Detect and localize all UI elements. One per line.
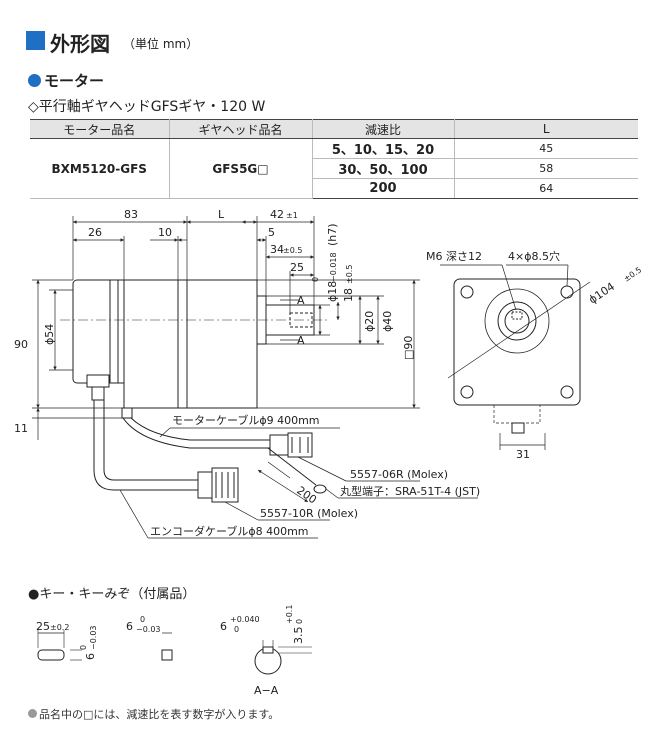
- col-header-gear: ギヤヘッド品名: [169, 119, 313, 139]
- dim-34: 34: [270, 243, 284, 256]
- motor-front-view: [440, 264, 591, 450]
- dim-box90: □90: [402, 336, 415, 360]
- key-width: 6: [84, 653, 97, 660]
- dim-26: 26: [88, 226, 102, 239]
- section-motor-label: モーター: [44, 72, 105, 90]
- dim-10: 10: [158, 226, 172, 239]
- terminal-label: 丸型端子：SRA-51T-4 (JST): [340, 484, 480, 498]
- m6-label: M6 深さ12: [426, 250, 482, 263]
- slot-width: 6: [220, 620, 227, 633]
- dim-5: 5: [268, 226, 275, 239]
- section-a-bottom: A: [297, 334, 305, 347]
- col-header-motor: モーター品名: [30, 119, 170, 139]
- dim-90-left: 90: [14, 338, 28, 351]
- table-row: BXM5120-GFS GFS5G□ 5、10、15、20 45: [30, 138, 638, 199]
- dim-83: 83: [124, 208, 138, 221]
- holes-label: 4×ϕ8.5穴: [508, 249, 560, 263]
- l-cell: 58: [454, 158, 638, 179]
- dimension-texts: 83 L 42 ±1 26 10 5 34 ±0.5 25 A A 90 11 …: [14, 208, 560, 461]
- encoder-cable-label: エンコーダケーブルϕ8 400mm: [150, 524, 309, 538]
- note-bullet-icon: [28, 709, 37, 718]
- section-motor: モーター: [28, 70, 104, 91]
- dim-42: 42: [270, 208, 284, 221]
- dim-l: L: [218, 208, 225, 221]
- slot-depth: 3.5: [292, 627, 305, 645]
- slot-tol-top: +0.040: [230, 615, 260, 624]
- ratio-cell: 30、50、100: [312, 158, 455, 179]
- key-length-tol: ±0.2: [50, 623, 69, 632]
- key-width-tol-bot: −0.03: [89, 625, 98, 650]
- slot-tol-bot: 0: [234, 625, 239, 634]
- keyway-width: 6: [126, 620, 133, 633]
- gear-model-cell: GFS5G□: [169, 138, 313, 199]
- dim-phi18-tol-top: 0: [311, 277, 320, 282]
- dim-phi40: ϕ40: [381, 311, 394, 332]
- dim-phi18-tol-bot: −0.018: [329, 252, 338, 282]
- accessories-heading: ●キー・キーみぞ（付属品）: [28, 587, 196, 602]
- subsection-title: ◇平行軸ギヤヘッドGFSギヤ・120 W: [28, 99, 266, 115]
- dim-phi54: ϕ54: [43, 324, 56, 345]
- dim-25: 25: [290, 261, 304, 274]
- l-cell: 64: [454, 178, 638, 199]
- ratio-cell: 200: [312, 178, 455, 199]
- bullet-icon: [28, 74, 41, 87]
- connector-10-label: 5557-10R (Molex): [260, 507, 358, 520]
- key-width-tol-top: 0: [79, 645, 88, 650]
- section-aa-label: A−A: [254, 684, 279, 697]
- table-row: 30、50、100 58: [30, 158, 638, 179]
- col-header-l: L: [454, 119, 638, 139]
- slot-depth-tol-bot: 0: [295, 619, 304, 624]
- dim-42-tol: ±1: [286, 211, 298, 220]
- connector-6-label: 5557-06R (Molex): [350, 468, 448, 481]
- dim-34-tol: ±0.5: [283, 246, 302, 255]
- callout-labels: モーターケーブルϕ9 400mm 5557-06R (Molex) 丸型端子：S…: [150, 413, 480, 538]
- accessory-texts: 25 ±0.2 6 0 −0.03 6 0 −0.03 6 +0.040 0 3…: [36, 605, 305, 697]
- dim-phi18: ϕ18: [326, 281, 339, 302]
- dim-31: 31: [516, 448, 530, 461]
- footnote-text: 品名中の□には、減速比を表す数字が入ります。: [39, 708, 280, 721]
- dim-phi20: ϕ20: [363, 311, 376, 332]
- title-text: 外形図: [50, 32, 110, 56]
- dim-phi104: ϕ104: [586, 280, 617, 307]
- footnote: 品名中の□には、減速比を表す数字が入ります。: [28, 706, 279, 722]
- l-cell: 45: [454, 138, 638, 159]
- key-drawings: [37, 630, 312, 675]
- ratio-cell: 5、10、15、20: [312, 138, 455, 159]
- dim-18-tol: ±0.5: [345, 265, 354, 284]
- spec-table: モーター品名 ギヤヘッド品名 減速比 L BXM5120-GFS GFS5G□ …: [30, 119, 638, 199]
- dim-phi18-fit: (h7): [326, 223, 339, 246]
- dimension-lines: [32, 216, 478, 539]
- motor-cable-label: モーターケーブルϕ9 400mm: [172, 413, 320, 427]
- title-square-icon: [26, 31, 45, 50]
- slot-depth-tol-top: +0.1: [285, 605, 294, 624]
- table-row: 200 64: [30, 178, 638, 199]
- col-header-ratio: 減速比: [312, 119, 455, 139]
- section-a-top: A: [297, 294, 305, 307]
- keyway-tol-bot: −0.03: [136, 625, 161, 634]
- dim-phi104-tol: ±0.5: [622, 265, 643, 283]
- key-length: 25: [36, 620, 50, 633]
- unit-label: （単位 mm）: [123, 37, 199, 51]
- keyway-tol-top: 0: [140, 615, 145, 624]
- dim-18: 18: [342, 288, 355, 302]
- motor-model-cell: BXM5120-GFS: [30, 138, 170, 199]
- dim-11: 11: [14, 422, 28, 435]
- motor-side-view: [60, 279, 330, 419]
